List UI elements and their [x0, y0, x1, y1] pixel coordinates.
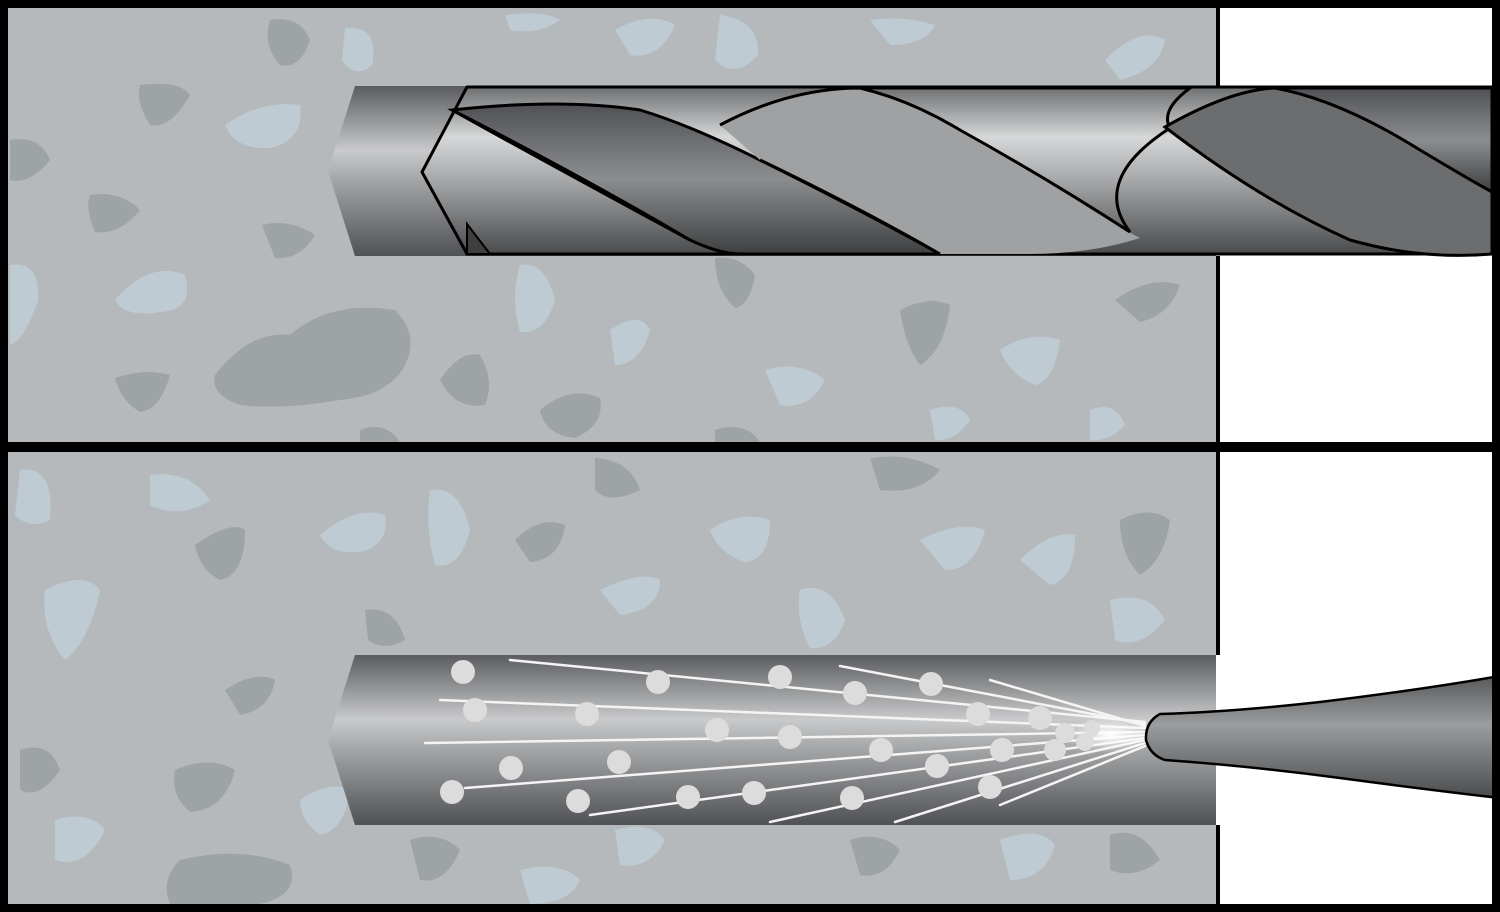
- dust-particles: [440, 660, 1100, 813]
- air-nozzle: [1144, 674, 1500, 800]
- aggregate-stones-top: [10, 13, 1180, 442]
- drill-bit: [420, 85, 1494, 257]
- panel-drilling: [8, 8, 1494, 442]
- aggregate-stones-bottom: [15, 456, 1170, 904]
- panel-blow-out: [8, 452, 1500, 904]
